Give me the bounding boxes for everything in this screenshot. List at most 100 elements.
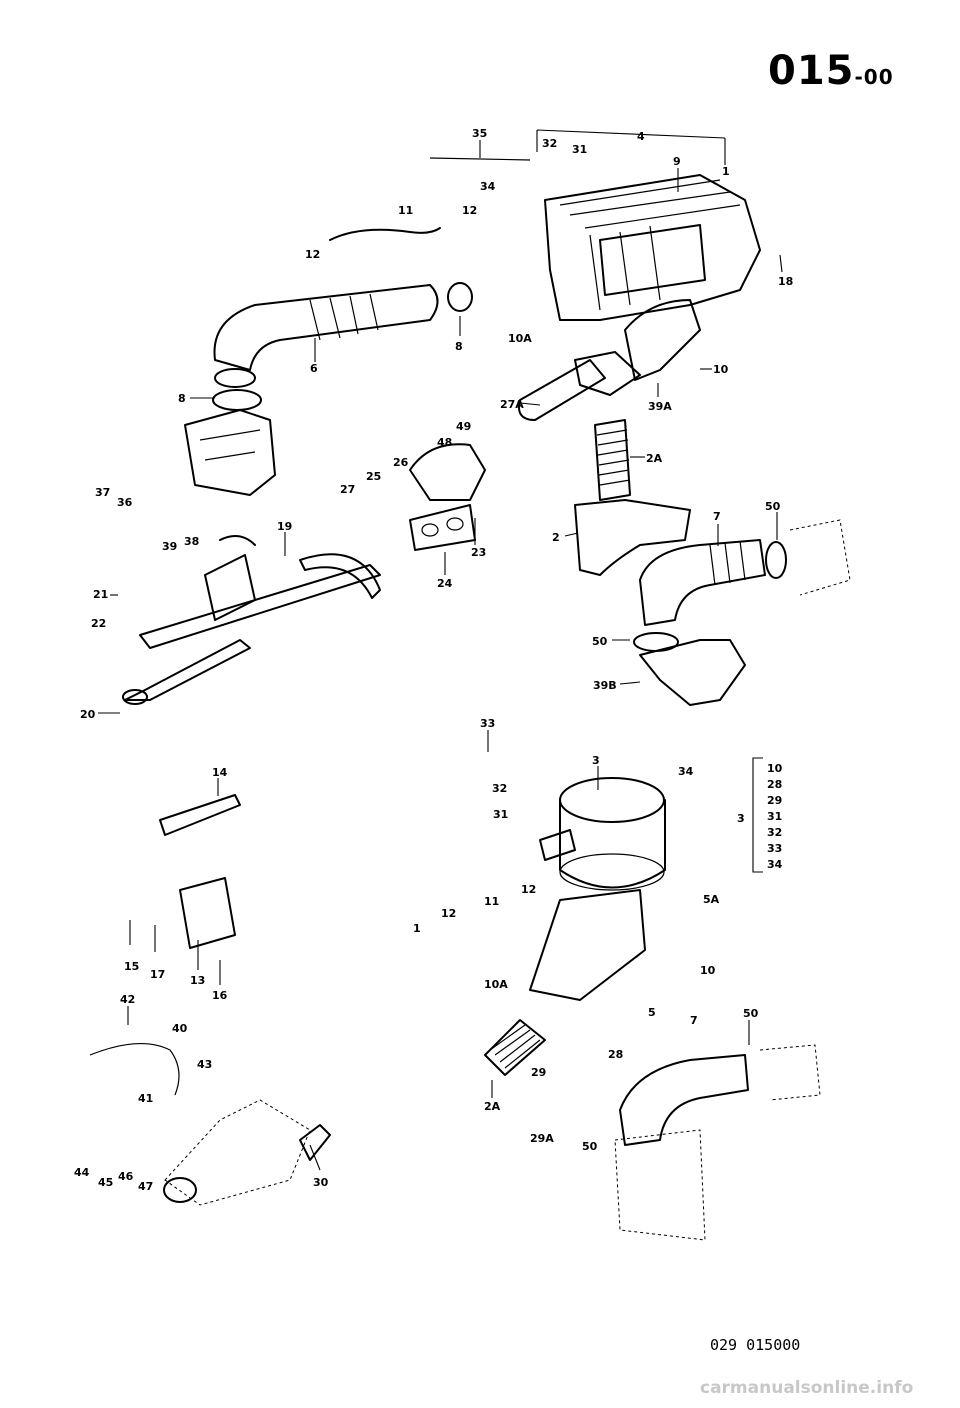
callout-29a: 29A: [530, 1132, 554, 1145]
dashed-outline-lower-right: [614, 1044, 821, 1241]
callout-40: 40: [172, 1022, 188, 1035]
callout-12-left: 12: [305, 248, 320, 261]
callout-27: 27: [340, 483, 355, 496]
callout-50-upper: 50: [765, 500, 781, 513]
intake-duct-lower: [529, 889, 646, 1001]
drawing-number: 029 015000: [710, 1336, 801, 1354]
callout-31-lower: 31: [493, 808, 508, 821]
callout-7-upper: 7: [713, 510, 721, 523]
callout-5: 5: [648, 1006, 656, 1019]
callout-50-middle: 50: [592, 635, 608, 648]
callout-7-lower: 7: [690, 1014, 698, 1027]
preheat-pipe-19: [122, 535, 381, 705]
duct-2: [574, 499, 691, 576]
callout-group-3: 10 28 29 31 32 33 34 3: [737, 762, 783, 871]
group-item-31: 31: [767, 810, 782, 823]
callout-25: 25: [366, 470, 381, 483]
callout-19: 19: [277, 520, 292, 533]
callout-6: 6: [310, 362, 318, 375]
callout-4: 4: [637, 130, 645, 143]
intake-snorkel-39a: [518, 299, 701, 421]
callout-45: 45: [98, 1176, 113, 1189]
callout-12-top: 12: [462, 204, 477, 217]
callout-26: 26: [393, 456, 409, 469]
callout-41: 41: [138, 1092, 153, 1105]
hose-7-lower: [619, 1054, 749, 1146]
callout-37: 37: [95, 486, 110, 499]
callout-2a-upper: 2A: [646, 452, 663, 465]
page-number-suffix: -00: [854, 65, 894, 89]
callout-32-lower: 32: [492, 782, 507, 795]
group-item-33: 33: [767, 842, 782, 855]
callout-24: 24: [437, 577, 453, 590]
callout-31: 31: [572, 143, 587, 156]
callout-27a: 27A: [500, 398, 524, 411]
callout-46: 46: [118, 1170, 134, 1183]
callout-13: 13: [190, 974, 205, 987]
bracket-14: [159, 794, 241, 949]
vacuum-hose-35: [429, 157, 531, 161]
callout-1: 1: [722, 165, 730, 178]
callout-32: 32: [542, 137, 557, 150]
intake-elbow-6: [213, 284, 439, 371]
callout-8-upper: 8: [455, 340, 463, 353]
callout-8-lower: 8: [178, 392, 186, 405]
callout-9: 9: [673, 155, 681, 168]
callout-16: 16: [212, 989, 228, 1002]
hose-2a-upper: [594, 419, 631, 501]
callout-1-lower: 1: [413, 922, 421, 935]
page-number-main: 015: [768, 48, 855, 94]
leader-lines: [98, 129, 783, 1171]
callout-39b: 39B: [593, 679, 617, 692]
callout-48: 48: [437, 436, 452, 449]
callout-22: 22: [91, 617, 106, 630]
outlet-flange-23: [409, 443, 486, 551]
air-cleaner-housing: [544, 174, 761, 321]
air-cleaner-lower-3: [539, 777, 666, 891]
callout-29: 29: [531, 1066, 546, 1079]
callout-49: 49: [456, 420, 471, 433]
callout-43: 43: [197, 1058, 212, 1071]
callout-50-lower-right: 50: [743, 1007, 759, 1020]
callout-2a-lower: 2A: [484, 1100, 501, 1113]
callout-12-lower: 12: [441, 907, 456, 920]
group-item-29: 29: [767, 794, 782, 807]
callout-10-lower: 10: [700, 964, 716, 977]
callout-44: 44: [74, 1166, 90, 1179]
callout-10a: 10A: [508, 332, 532, 345]
callout-10a-lower: 10A: [484, 978, 508, 991]
callout-39: 39: [162, 540, 177, 553]
callout-21: 21: [93, 588, 108, 601]
group-label-3: 3: [737, 812, 745, 825]
clamp-8-upper: [447, 282, 473, 312]
group-item-10: 10: [767, 762, 783, 775]
group-item-34: 34: [767, 858, 783, 871]
callouts-top: 35 32 31 4 9 1 34 11 12 12 18 8 10A 6 8 …: [80, 127, 793, 721]
callout-28: 28: [608, 1048, 623, 1061]
callout-20: 20: [80, 708, 96, 721]
callout-34-lower: 34: [678, 765, 694, 778]
snorkel-39b: [633, 632, 746, 706]
callout-3-lower: 3: [592, 754, 600, 767]
callout-50-lower: 50: [582, 1140, 598, 1153]
callout-33: 33: [480, 717, 495, 730]
callouts-bottom: 33 32 3 34 31 10 28 29 31 32 33 34 3 5A …: [74, 717, 783, 1193]
callout-11-lower: 11: [484, 895, 499, 908]
callout-2: 2: [552, 531, 560, 544]
callout-36: 36: [117, 496, 133, 509]
watermark: carmanualsonline.info: [700, 1378, 914, 1398]
callout-38: 38: [184, 535, 199, 548]
hose-2a-lower: [484, 1019, 546, 1076]
callout-30: 30: [313, 1176, 329, 1189]
intake-stub-lower-left: [163, 1099, 331, 1206]
callout-23: 23: [471, 546, 486, 559]
callout-18: 18: [778, 275, 793, 288]
callout-11: 11: [398, 204, 413, 217]
callout-12-lower-top: 12: [521, 883, 536, 896]
cable-40: [89, 1043, 180, 1096]
group-item-32: 32: [767, 826, 782, 839]
callout-14: 14: [212, 766, 228, 779]
group-item-28: 28: [767, 778, 782, 791]
